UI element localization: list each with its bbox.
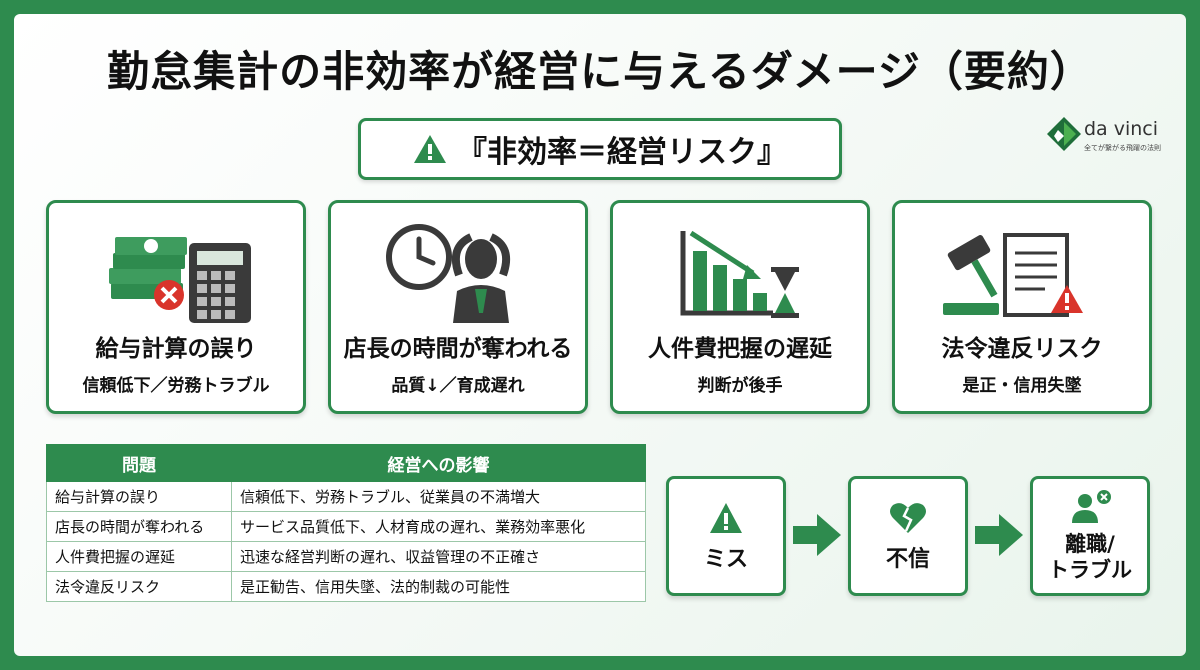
table-cell: サービス品質低下、人材育成の遅れ、業務効率悪化 [231,511,646,542]
table-row: 店長の時間が奪われる サービス品質低下、人材育成の遅れ、業務効率悪化 [46,511,646,542]
table-cell: 人件費把握の遅延 [46,541,232,572]
card-subtitle: 品質↓／育成遅れ [391,376,525,396]
clock-stressed-person-icon [386,224,510,323]
card-subtitle: 信頼低下／労務トラブル [82,376,270,396]
table-row: 法令違反リスク 是正勧告、信用失墜、法的制裁の可能性 [46,571,646,602]
gavel-document-warning-icon [943,233,1083,317]
card-title: 法令違反リスク [941,336,1103,362]
logo-name: da vinci [1084,118,1159,140]
card-subtitle: 判断が後手 [697,376,783,396]
flow-label-line: 離職/ [1065,532,1115,556]
table-cell: 迅速な経営判断の遅れ、収益管理の不正確さ [231,541,646,572]
table-header-row: 問題 経営への影響 [46,444,646,482]
card-legal-risk: 法令違反リスク 是正・信用失墜 [892,200,1152,414]
table-row: 給与計算の誤り 信頼低下、労務トラブル、従業員の不満増大 [46,481,646,512]
card-payroll-error: 給与計算の誤り 信頼低下／労務トラブル [46,200,306,414]
card-labor-cost-delay: 人件費把握の遅延 判断が後手 [610,200,870,414]
logo: da vinci 全てが繋がる飛躍の法則 [1044,114,1184,158]
table-cell: 信頼低下、労務トラブル、従業員の不満増大 [231,481,646,512]
user-remove-icon [1072,490,1111,523]
card-subtitle: 是正・信用失墜 [962,376,1082,396]
flow-label-line: トラブル [1048,558,1132,582]
flow-label: ミス [703,547,748,572]
issues-table: 問題 経営への影響 給与計算の誤り 信頼低下、労務トラブル、従業員の不満増大 店… [46,444,646,602]
flow-step-distrust: 不信 [848,476,968,596]
table-header: 経営への影響 [231,444,646,482]
card-manager-time: 店長の時間が奪われる 品質↓／育成遅れ [328,200,588,414]
table-cell: 給与計算の誤り [46,481,232,512]
table-cell: 店長の時間が奪われる [46,511,232,542]
declining-chart-hourglass-icon [680,230,799,318]
logo-tagline: 全てが繋がる飛躍の法則 [1084,144,1161,152]
table-cell: 法令違反リスク [46,571,232,602]
flow-label: 不信 [885,547,930,572]
subtitle-banner: 『非効率＝経営リスク』 [358,118,842,180]
subtitle-text: 『非効率＝経営リスク』 [457,135,787,170]
broken-heart-icon [890,503,926,533]
page-title: 勤怠集計の非効率が経営に与えるダメージ（要約） [107,47,1093,96]
card-title: 店長の時間が奪われる [343,336,573,362]
warning-icon [710,503,742,533]
arrow-right-icon [975,514,1023,556]
flow-step-mistake: ミス [666,476,786,596]
table-cell: 是正勧告、信用失墜、法的制裁の可能性 [231,571,646,602]
warning-icon [414,135,446,163]
table-row: 人件費把握の遅延 迅速な経営判断の遅れ、収益管理の不正確さ [46,541,646,572]
flow-step-turnover: 離職/ トラブル [1030,476,1150,596]
logo-diamond-icon [1047,117,1081,151]
money-calculator-icon [109,237,251,323]
card-title: 給与計算の誤り [95,336,257,362]
card-title: 人件費把握の遅延 [648,336,832,362]
arrow-right-icon [793,514,841,556]
flow-label: 離職/ トラブル [1033,531,1147,583]
table-header: 問題 [46,444,232,482]
